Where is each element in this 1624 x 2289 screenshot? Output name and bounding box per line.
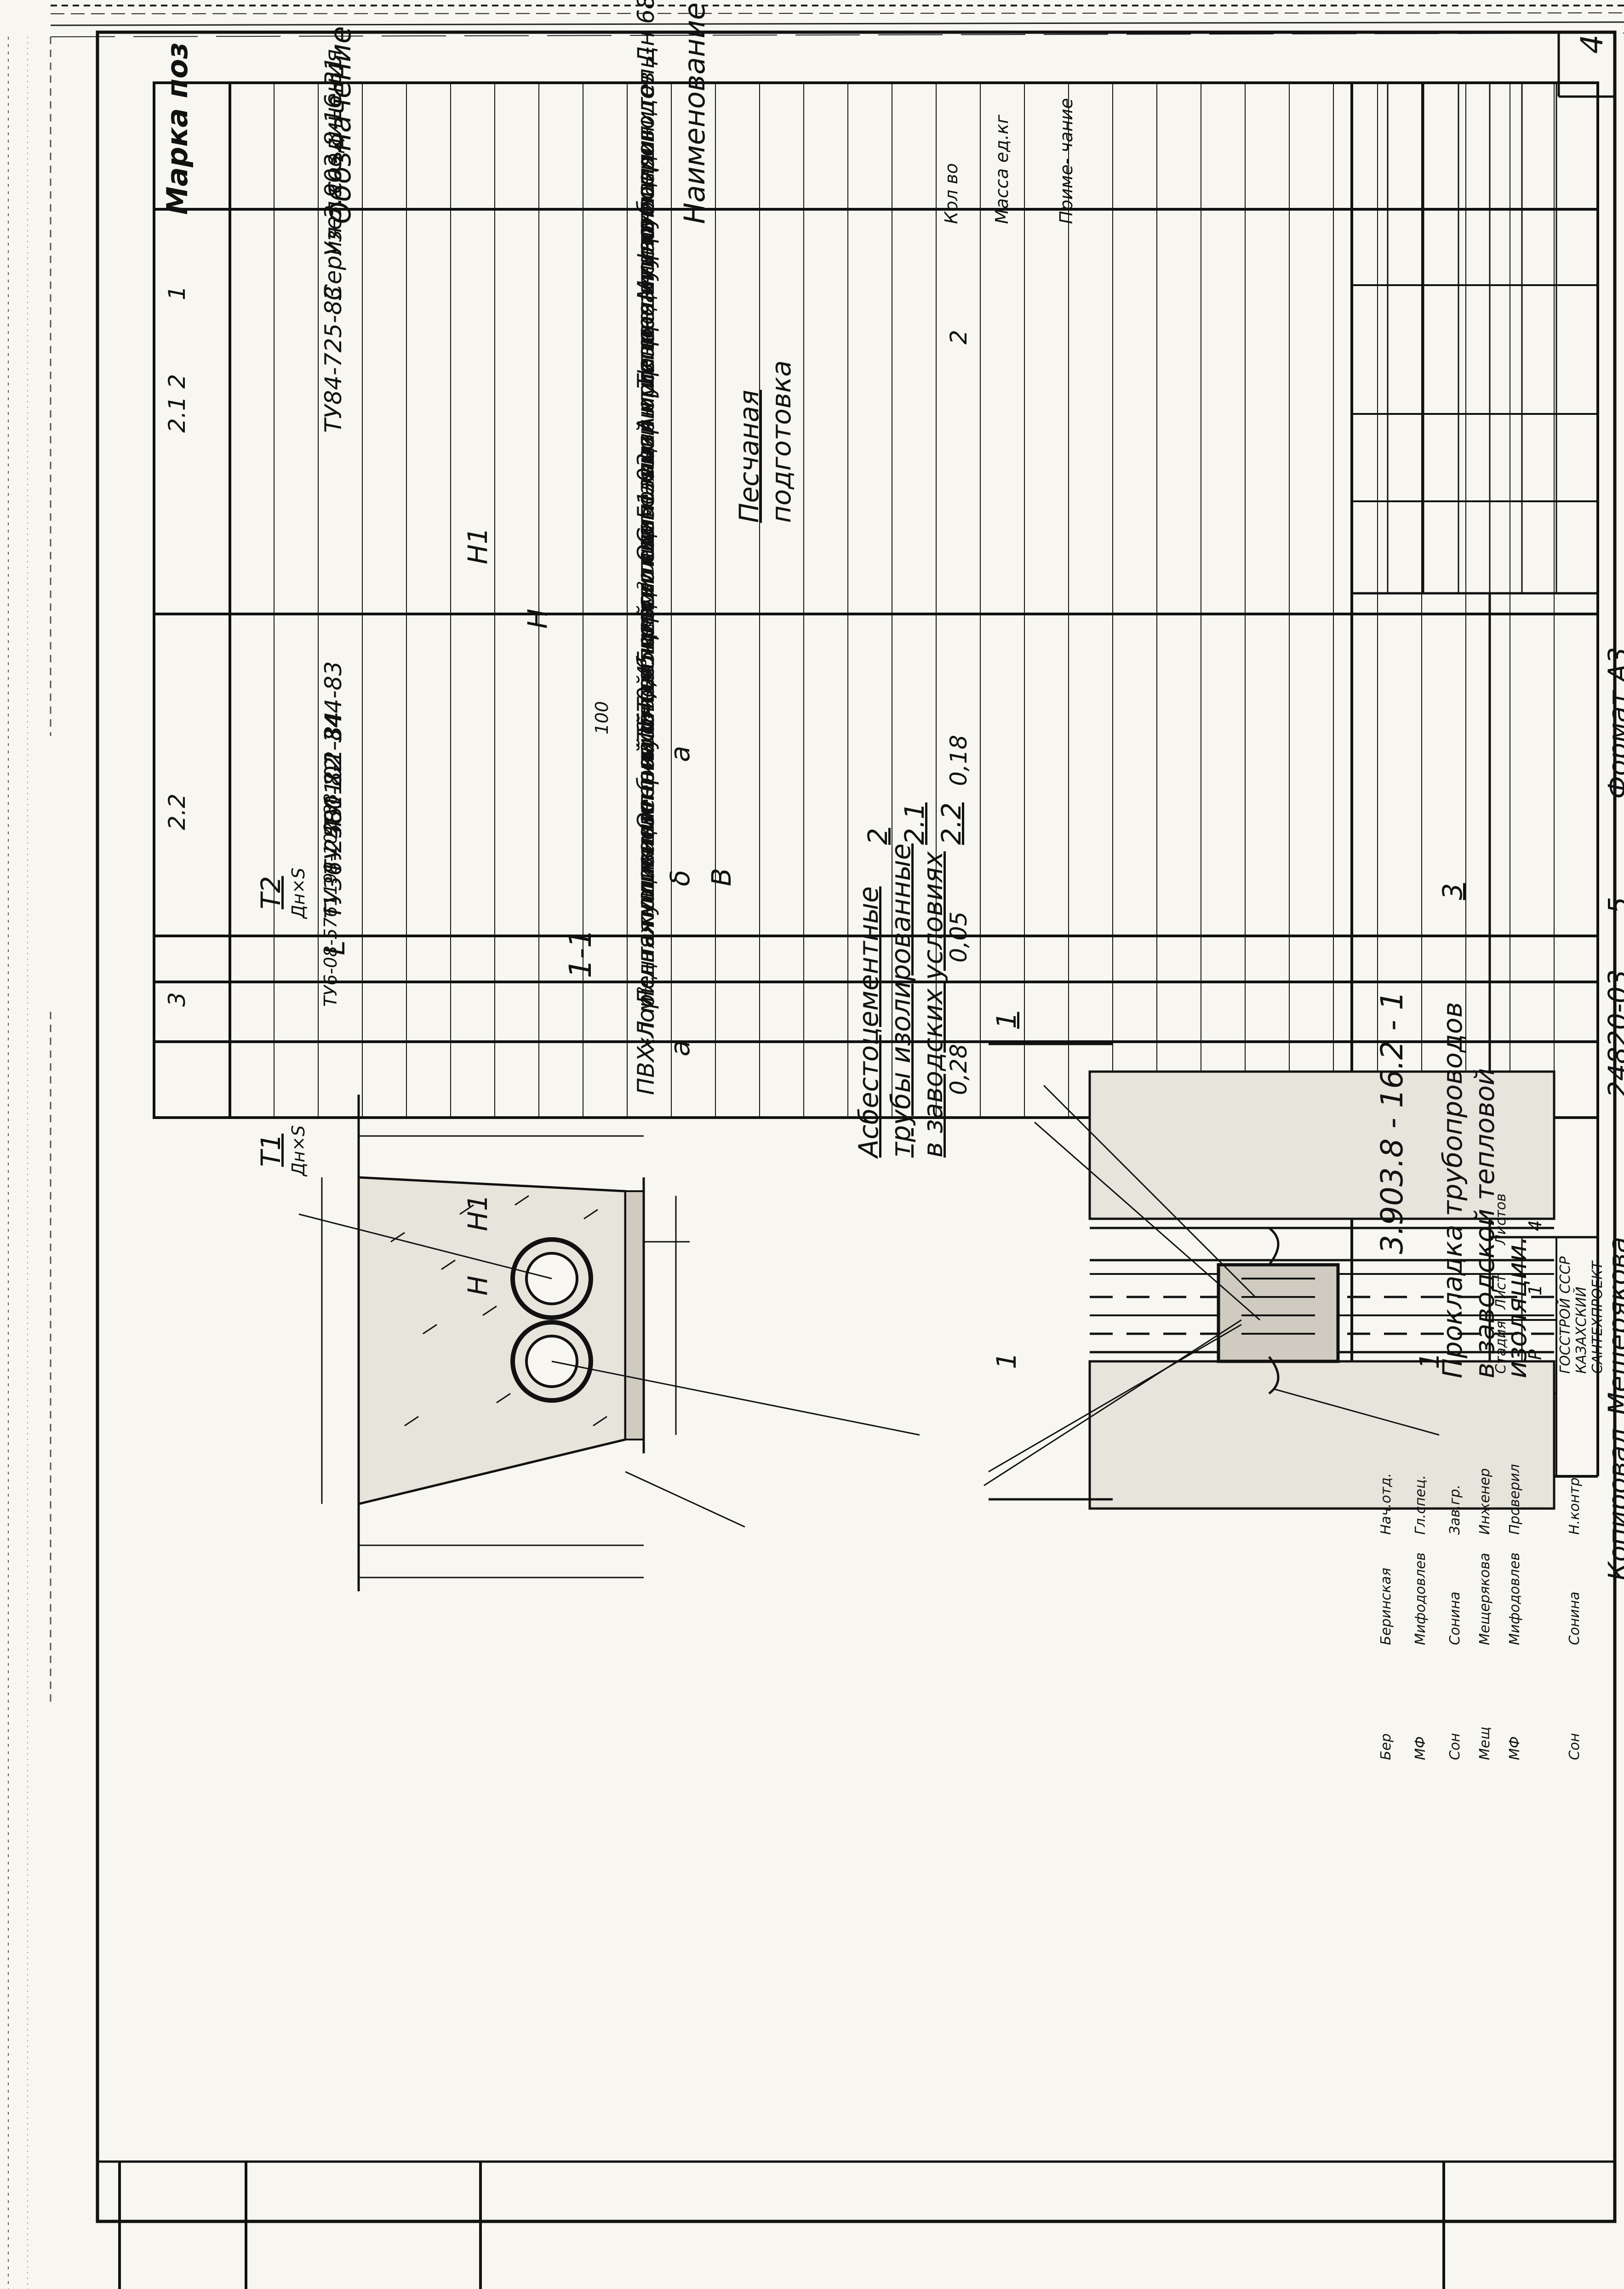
dim-b: В [706, 868, 737, 886]
section-cut-right: 1 [1414, 1352, 1445, 1369]
copied-name: Мещерякова [1602, 1237, 1624, 1415]
stage-label: Стадия [1493, 1320, 1509, 1374]
staff-name: Сонина [1447, 1591, 1463, 1645]
table-cell: 2.2 [164, 793, 190, 830]
dim-h: Н [462, 1275, 493, 1296]
dim-delta: δ [664, 870, 696, 887]
org-line-1: ГОССТРОЙ СССР [1557, 1256, 1573, 1374]
staff-signature: МФ [1507, 1736, 1523, 1760]
table-cell: 2.1 [164, 396, 190, 433]
callout-3: 3 [1437, 883, 1468, 900]
staff-signature: Сон [1567, 1733, 1583, 1760]
table-cell: 0,28 [945, 1044, 972, 1095]
staff-role: Инженер [1477, 1468, 1493, 1535]
callout-1: 1 [991, 1012, 1022, 1029]
table-header-note: Приме- чание [1056, 98, 1076, 224]
stage-value: Р [1525, 1349, 1545, 1360]
frame-border [96, 30, 1617, 2223]
callout-2: 2 [862, 828, 893, 845]
table-cell: 2 [945, 330, 972, 344]
order-number: 24820-03 [1602, 969, 1624, 1098]
section-mark: 1-1 [563, 929, 598, 978]
title-block-grid [1350, 81, 1599, 1478]
staff-name: Сонина [1567, 1591, 1583, 1645]
staff-role: Гл.спец. [1412, 1475, 1429, 1535]
staff-signature: МФ [1412, 1736, 1429, 1760]
sand-label-1: Песчаная [733, 390, 765, 523]
table-cell: 0,18 [945, 734, 972, 786]
joint-note-1: Асбестоцементные [853, 886, 884, 1158]
staff-signature: Бер [1378, 1733, 1394, 1760]
copied-label: Копировал [1602, 1428, 1624, 1581]
sheet-label: Лист [1493, 1274, 1509, 1309]
org-line-2: КАЗАХСКИЙ [1573, 1286, 1590, 1374]
dim-l: L [320, 940, 351, 955]
staff-name: Беринская [1378, 1567, 1394, 1645]
t1-label: Т1 [255, 1133, 286, 1167]
document-code: 3.903.8 - 16.2 - 1 [1374, 991, 1410, 1254]
sheet-value: 1 [1525, 1284, 1545, 1296]
table-cell: ТУ84-725-83 [320, 286, 347, 433]
dim-h-small-left: Н [522, 608, 553, 629]
table-cell: ПВХ-Л м² [633, 987, 659, 1095]
staff-name: Мещерякова [1477, 1553, 1493, 1645]
staff-role: Нач.отд. [1378, 1473, 1394, 1535]
table-cell: 2 [164, 374, 190, 389]
table-header-name: Наименование [678, 2, 711, 224]
table-cell: Серия 3.903.8-16 В1 [320, 56, 347, 300]
joint-note-2: трубы изолированные [885, 843, 916, 1158]
table-cell: 3 [164, 992, 190, 1007]
table-header-mark: Марка поз [160, 42, 194, 215]
joint-view [984, 1043, 1555, 1510]
table-header-qty: Кол во [941, 163, 961, 224]
dim-a-left: а [664, 746, 696, 762]
sheet-number: 4 [1574, 34, 1610, 54]
page-number: 5 [1602, 897, 1624, 914]
sheets-label: Листов [1493, 1193, 1509, 1245]
staff-signature: Мещ [1477, 1727, 1493, 1760]
joint-note-3: в заводских условиях [917, 851, 949, 1158]
table-cell: 0,05 [945, 911, 972, 963]
dim-h1-left: Н1 [462, 527, 493, 564]
table-cell: ТУ6-08-5761199-102-88 [320, 793, 341, 1007]
staff-signature: Сон [1447, 1733, 1463, 1760]
scan-edge-left [8, 37, 51, 2289]
dim-100: 100 [592, 701, 612, 734]
t2-sub: Дн×S [288, 867, 309, 919]
staff-name: Мифодовлев [1412, 1552, 1429, 1645]
staff-name: Мифодовлев [1507, 1552, 1523, 1645]
callout-2-1: 2.1 [899, 802, 930, 845]
dim-h1-right: Н1 [462, 1194, 493, 1231]
format-label: Формат А3 [1602, 647, 1624, 799]
t2-label: Т2 [255, 876, 286, 909]
callout-2-2: 2.2 [936, 802, 967, 845]
staff-role: Н.контр. [1567, 1473, 1583, 1535]
dim-a-right: а [664, 1040, 696, 1056]
section-cut-left: 1 [991, 1352, 1022, 1369]
table-cell: 1 [164, 286, 190, 300]
scan-edge-top [50, 5, 1624, 37]
staff-role: Зав.гр. [1447, 1484, 1463, 1535]
title-line-1: Прокладка трубопроводов [1437, 1002, 1468, 1378]
t1-sub: Дн×S [288, 1125, 309, 1176]
sand-label-2: подготовка [766, 360, 797, 523]
section-view [298, 1095, 920, 1591]
table-header-mass: Масса ед.кг [992, 115, 1012, 224]
sheets-value: 4 [1525, 1220, 1545, 1231]
staff-role: Проверил [1507, 1464, 1523, 1535]
